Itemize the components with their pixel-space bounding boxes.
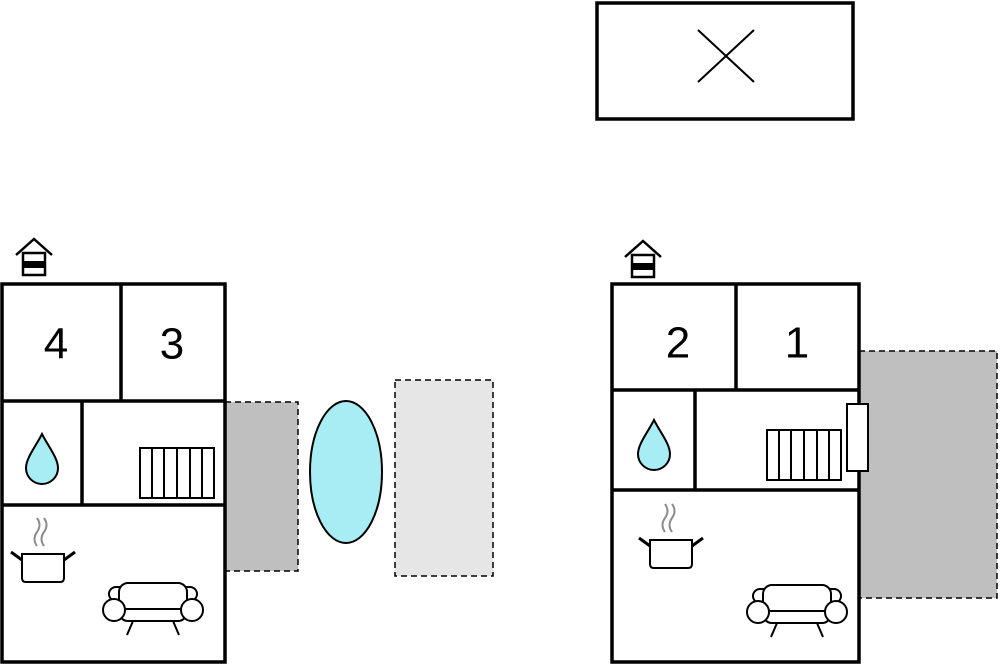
sofa-icon xyxy=(102,582,204,636)
terrace-light xyxy=(394,379,494,577)
bathroom-drop-icon xyxy=(25,433,59,485)
left-house: 4 3 xyxy=(0,237,227,664)
bathroom-drop-icon xyxy=(637,419,671,471)
terrace-left xyxy=(224,401,299,572)
pool-icon xyxy=(309,400,383,544)
terrace-right xyxy=(858,350,998,599)
room-number-3: 3 xyxy=(160,320,184,369)
cooking-pot-icon xyxy=(9,516,77,584)
room-number-2: 2 xyxy=(666,319,690,368)
fireplace-icon xyxy=(846,403,869,472)
room-number-1: 1 xyxy=(785,319,809,368)
entrance-icon xyxy=(623,239,663,279)
room-number-4: 4 xyxy=(44,320,68,369)
radiator-icon xyxy=(766,429,842,481)
radiator-icon xyxy=(139,447,215,499)
right-house: 2 1 xyxy=(610,239,869,664)
sofa-icon xyxy=(746,584,848,638)
parking-x-icon xyxy=(697,29,755,83)
cooking-pot-icon xyxy=(637,502,705,570)
parking-area xyxy=(595,1,855,121)
entrance-icon xyxy=(14,237,54,277)
